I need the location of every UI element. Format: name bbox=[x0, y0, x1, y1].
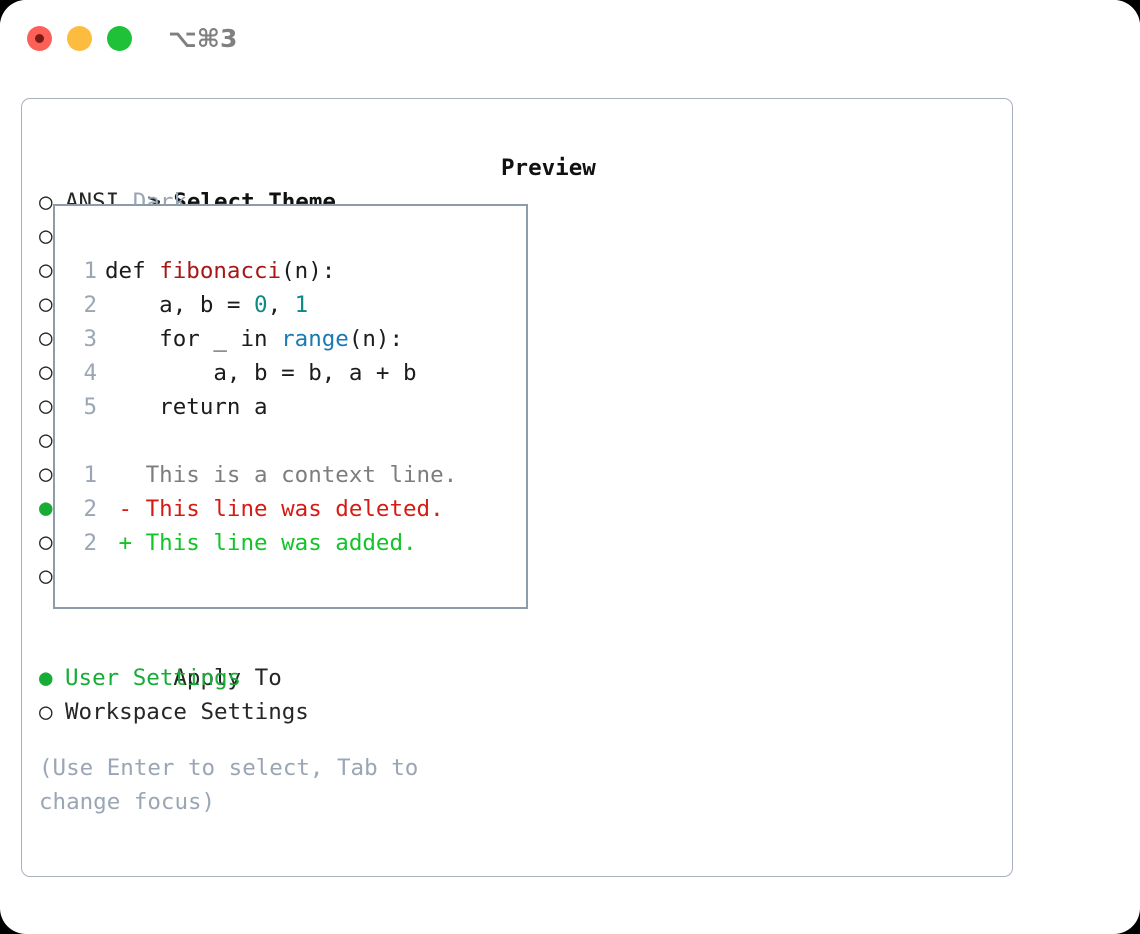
line-number: 3 bbox=[83, 326, 97, 352]
diff-line-text: This is a context line. bbox=[105, 462, 458, 488]
line-number: 2 bbox=[83, 496, 97, 522]
title-bar: ⌥⌘3 bbox=[0, 0, 1140, 76]
diff-line-text: + This line was added. bbox=[105, 530, 417, 556]
preview-title: Preview bbox=[501, 155, 596, 181]
code-token: a, b = b, a + b bbox=[105, 360, 417, 386]
apply-to-item-label: User Settings bbox=[65, 665, 242, 691]
code-token: a, b = bbox=[105, 292, 255, 318]
code-line: 2 a, b = 0, 1 bbox=[67, 288, 457, 322]
diff-line: 2 + This line was added. bbox=[67, 526, 457, 560]
line-number: 5 bbox=[83, 394, 97, 420]
radio-unselected-icon: ○ bbox=[39, 223, 53, 249]
radio-unselected-icon: ○ bbox=[39, 325, 53, 351]
code-line: 4 a, b = b, a + b bbox=[67, 356, 457, 390]
radio-unselected-icon: ○ bbox=[39, 291, 53, 317]
radio-unselected-icon: ○ bbox=[39, 257, 53, 283]
code-token: return a bbox=[105, 394, 268, 420]
preview-column: Preview bbox=[501, 151, 1001, 185]
code-token: for _ in bbox=[105, 326, 282, 352]
radio-selected-icon: ● bbox=[39, 665, 67, 691]
apply-to-list: ● User Settings○ Workspace Settings bbox=[39, 661, 479, 729]
apply-to-label: Apply To bbox=[173, 665, 282, 691]
radio-unselected-icon: ○ bbox=[39, 529, 53, 555]
code-token: , bbox=[267, 292, 295, 318]
code-line: 5 return a bbox=[67, 390, 457, 424]
apply-to-item-label: Workspace Settings bbox=[65, 699, 309, 725]
minimize-icon[interactable] bbox=[67, 26, 92, 51]
keyboard-shortcut-label: ⌥⌘3 bbox=[168, 24, 238, 53]
code-blank-line bbox=[67, 424, 457, 458]
close-icon[interactable] bbox=[27, 26, 52, 51]
diff-line: 2 - This line was deleted. bbox=[67, 492, 457, 526]
radio-unselected-icon: ○ bbox=[39, 461, 53, 487]
radio-unselected-icon: ○ bbox=[39, 699, 67, 725]
diff-line: 1 This is a context line. bbox=[67, 458, 457, 492]
keyboard-hint-text: (Use Enter to select, Tab to change focu… bbox=[39, 755, 432, 815]
radio-selected-icon: ● bbox=[39, 495, 53, 521]
code-token: 0 bbox=[254, 292, 268, 318]
apply-to-header: Apply To bbox=[39, 627, 479, 691]
line-number: 2 bbox=[83, 530, 97, 556]
code-line: 3 for _ in range(n): bbox=[67, 322, 457, 356]
apply-to-item[interactable]: ○ Workspace Settings bbox=[39, 695, 479, 729]
main-panel: > Select Theme ○ ANSI Dark○ Atom One Dar… bbox=[21, 98, 1013, 877]
radio-unselected-icon: ○ bbox=[39, 359, 53, 385]
code-token: (n): bbox=[281, 258, 336, 284]
line-number: 1 bbox=[83, 258, 97, 284]
code-token: (n): bbox=[348, 326, 404, 352]
code-token: 1 bbox=[294, 292, 309, 318]
maximize-icon[interactable] bbox=[107, 26, 132, 51]
diff-line-text: - This line was deleted. bbox=[105, 496, 444, 522]
theme-selector-header: > Select Theme bbox=[39, 151, 479, 215]
line-number: 4 bbox=[83, 360, 97, 386]
apply-to-item[interactable]: ● User Settings bbox=[39, 661, 479, 695]
code-token: def bbox=[105, 258, 160, 284]
radio-unselected-icon: ○ bbox=[39, 563, 53, 589]
line-number: 2 bbox=[83, 292, 97, 318]
radio-unselected-icon: ○ bbox=[39, 189, 67, 215]
code-line: 1 def fibonacci(n): bbox=[67, 254, 457, 288]
code-token: range bbox=[281, 326, 349, 352]
radio-unselected-icon: ○ bbox=[39, 393, 53, 419]
code-token: fibonacci bbox=[159, 258, 282, 284]
radio-unselected-icon: ○ bbox=[39, 427, 53, 453]
line-number: 1 bbox=[83, 462, 97, 488]
